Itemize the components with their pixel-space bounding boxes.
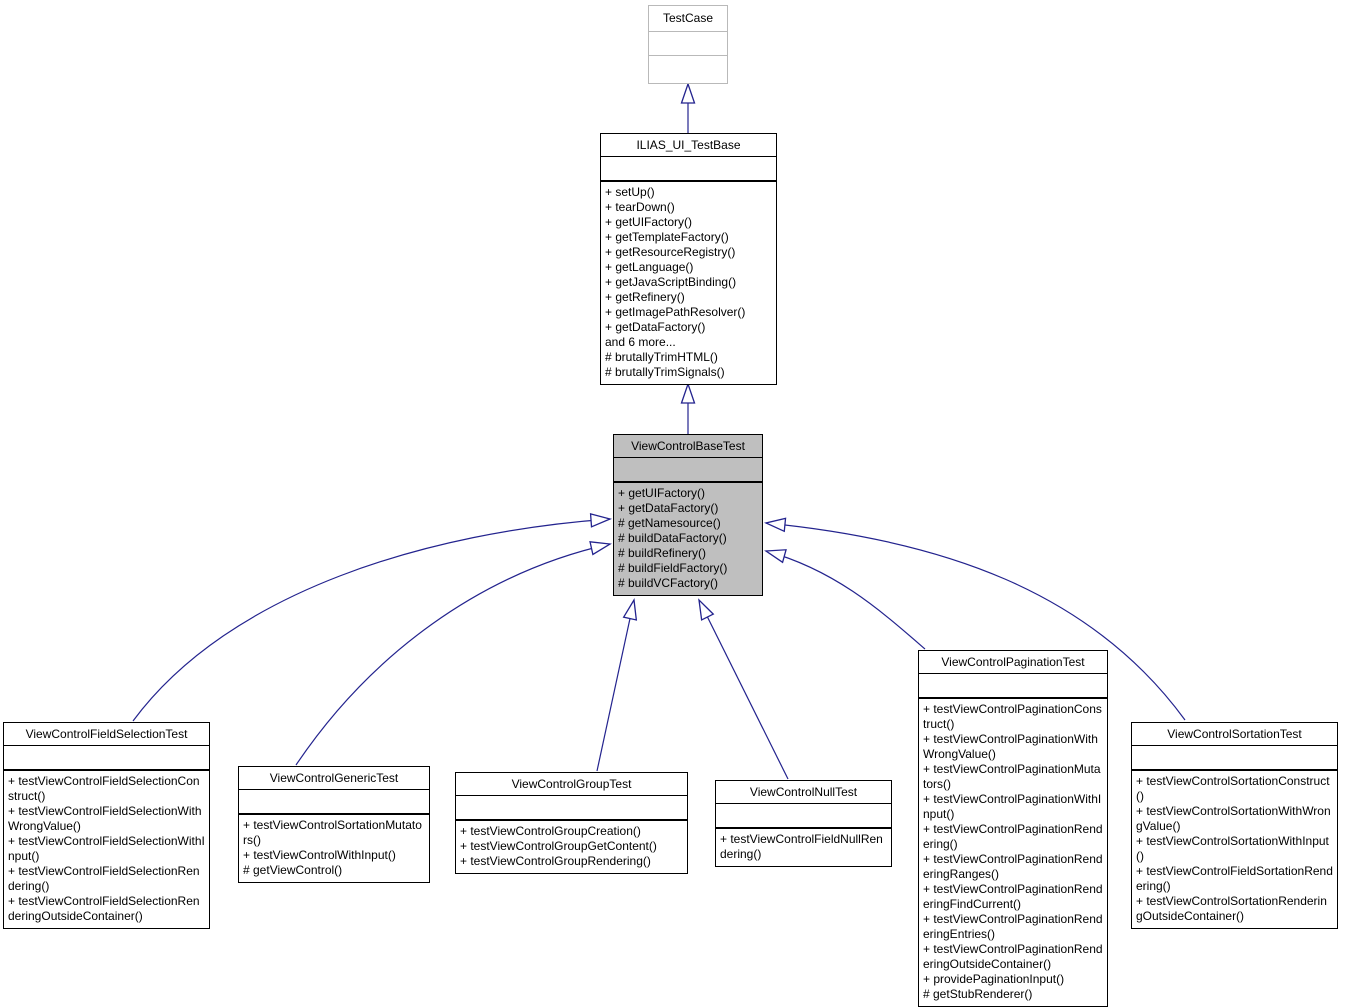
method-label: + testViewControlPaginationRenderingEntr… xyxy=(923,912,1103,941)
edge-generictest-to-basetest xyxy=(295,541,612,766)
method-label: + testViewControlPaginationMutators() xyxy=(923,762,1101,791)
attributes-compartment xyxy=(919,674,1107,699)
class-box-testcase: TestCase xyxy=(648,5,728,84)
methods-compartment: + testViewControlSortationConstruct()+ t… xyxy=(1132,771,1337,928)
method-label: + getUIFactory() xyxy=(605,215,693,229)
method-label: + getDataFactory() xyxy=(605,320,706,334)
methods-compartment: + testViewControlFieldNullRendering() xyxy=(716,829,891,866)
method-label: + testViewControlFieldSortationRendering… xyxy=(1136,864,1333,893)
attributes-compartment xyxy=(716,804,891,829)
class-box-viewcontrolgenerictest[interactable]: ViewControlGenericTest + testViewControl… xyxy=(238,766,430,883)
method-label: # getNamesource() xyxy=(618,516,721,530)
methods-compartment xyxy=(649,56,727,83)
attributes-compartment xyxy=(239,790,429,815)
method-label: + testViewControlWithInput() xyxy=(243,848,396,862)
method-label: # brutallyTrimSignals() xyxy=(605,365,725,379)
edge-sortationtest-to-basetest xyxy=(764,517,1186,721)
class-box-viewcontrolgrouptest[interactable]: ViewControlGroupTest + testViewControlGr… xyxy=(455,772,688,874)
edge-grouptest-to-basetest xyxy=(596,598,638,772)
attributes-compartment xyxy=(1132,746,1337,771)
class-title[interactable]: ViewControlGenericTest xyxy=(239,767,429,790)
method-label: # getViewControl() xyxy=(243,863,343,877)
method-label: # buildDataFactory() xyxy=(618,531,727,545)
class-title[interactable]: ViewControlFieldSelectionTest xyxy=(4,723,209,746)
method-label: + testViewControlFieldSelectionWithWrong… xyxy=(8,804,202,833)
class-title: ViewControlBaseTest xyxy=(614,435,762,458)
class-title[interactable]: ViewControlPaginationTest xyxy=(919,651,1107,674)
method-label: + testViewControlFieldSelectionConstruct… xyxy=(8,774,200,803)
attributes-compartment xyxy=(614,458,762,483)
method-label: + testViewControlPaginationWithInput() xyxy=(923,792,1102,821)
method-label: + getRefinery() xyxy=(605,290,685,304)
method-label: + getLanguage() xyxy=(605,260,694,274)
class-box-viewcontrolpaginationtest[interactable]: ViewControlPaginationTest + testViewCont… xyxy=(918,650,1108,1007)
edge-nulltest-to-basetest xyxy=(698,598,789,780)
class-box-viewcontrolfieldselectiontest[interactable]: ViewControlFieldSelectionTest + testView… xyxy=(3,722,210,929)
method-label: + testViewControlPaginationRenderingOuts… xyxy=(923,942,1103,971)
method-label: + testViewControlPaginationRenderingFind… xyxy=(923,882,1103,911)
class-title[interactable]: ILIAS_UI_TestBase xyxy=(601,134,776,157)
method-label: + setUp() xyxy=(605,185,655,199)
method-label: + getResourceRegistry() xyxy=(605,245,736,259)
method-label: + testViewControlSortationConstruct() xyxy=(1136,774,1330,803)
attributes-compartment xyxy=(649,32,727,56)
methods-compartment: + testViewControlPaginationConstruct()+ … xyxy=(919,699,1107,1006)
attributes-compartment xyxy=(4,746,209,771)
method-label: + tearDown() xyxy=(605,200,675,214)
method-label: + getJavaScriptBinding() xyxy=(605,275,737,289)
methods-compartment: + setUp()+ tearDown()+ getUIFactory()+ g… xyxy=(601,182,776,384)
class-box-viewcontrolnulltest[interactable]: ViewControlNullTest + testViewControlFie… xyxy=(715,780,892,867)
method-label: + testViewControlSortationWithWrongValue… xyxy=(1136,804,1331,833)
method-label: + testViewControlGroupRendering() xyxy=(460,854,651,868)
class-box-viewcontrolsortationtest[interactable]: ViewControlSortationTest + testViewContr… xyxy=(1131,722,1338,929)
method-label: # getStubRenderer() xyxy=(923,987,1033,1001)
method-label: + testViewControlFieldSelectionRendering… xyxy=(8,894,200,923)
class-title: TestCase xyxy=(649,6,727,32)
class-title[interactable]: ViewControlNullTest xyxy=(716,781,891,804)
method-label: + testViewControlPaginationWithWrongValu… xyxy=(923,732,1098,761)
attributes-compartment xyxy=(601,157,776,182)
method-label: + providePaginationInput() xyxy=(923,972,1065,986)
method-label: + testViewControlPaginationConstruct() xyxy=(923,702,1102,731)
method-label: + testViewControlPaginationRenderingRang… xyxy=(923,852,1103,881)
method-label: + testViewControlSortationWithInput() xyxy=(1136,834,1329,863)
method-label: # buildVCFactory() xyxy=(618,576,719,590)
edge-fieldselectiontest-to-basetest xyxy=(132,513,613,722)
class-title[interactable]: ViewControlSortationTest xyxy=(1132,723,1337,746)
method-label: + testViewControlFieldSelectionWithInput… xyxy=(8,834,205,863)
method-label: + testViewControlPaginationRendering() xyxy=(923,822,1103,851)
method-label: # buildRefinery() xyxy=(618,546,707,560)
method-label: + getTemplateFactory() xyxy=(605,230,729,244)
method-label: + getUIFactory() xyxy=(618,486,706,500)
method-label: + testViewControlGroupGetContent() xyxy=(460,839,657,853)
method-label: # brutallyTrimHTML() xyxy=(605,350,718,364)
method-label: + testViewControlGroupCreation() xyxy=(460,824,641,838)
class-box-ilias-ui-testbase[interactable]: ILIAS_UI_TestBase + setUp()+ tearDown()+… xyxy=(600,133,777,385)
attributes-compartment xyxy=(456,796,687,821)
methods-compartment: + testViewControlGroupCreation()+ testVi… xyxy=(456,821,687,873)
methods-compartment: + testViewControlFieldSelectionConstruct… xyxy=(4,771,209,928)
class-box-viewcontrolbasetest: ViewControlBaseTest + getUIFactory()+ ge… xyxy=(613,434,763,596)
methods-compartment: + getUIFactory()+ getDataFactory()# getN… xyxy=(614,483,762,595)
method-label: + getDataFactory() xyxy=(618,501,719,515)
method-label: + getImagePathResolver() xyxy=(605,305,746,319)
method-label: # buildFieldFactory() xyxy=(618,561,728,575)
method-label: + testViewControlFieldSelectionRendering… xyxy=(8,864,200,893)
method-label: + testViewControlSortationRenderingOutsi… xyxy=(1136,894,1327,923)
edge-paginationtest-to-basetest xyxy=(764,549,926,650)
method-label: and 6 more... xyxy=(605,335,676,349)
methods-compartment: + testViewControlSortationMutators()+ te… xyxy=(239,815,429,882)
class-title[interactable]: ViewControlGroupTest xyxy=(456,773,687,796)
method-label: + testViewControlSortationMutators() xyxy=(243,818,422,847)
method-label: + testViewControlFieldNullRendering() xyxy=(720,832,883,861)
